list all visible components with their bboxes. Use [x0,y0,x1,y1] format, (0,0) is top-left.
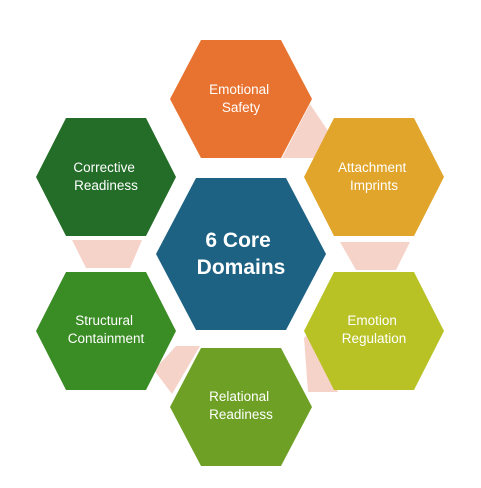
svg-text:Attachment Imprints: Attachment Imprints [338,160,410,193]
hexagon-shape [36,272,176,390]
attachment-imprints-label-line2: Imprints [350,178,398,193]
emotional-safety-label-line2: Safety [222,100,261,115]
hexagon-shape [304,118,444,236]
hexagon-center: 6 Core Domains [156,178,326,330]
connector-safety-attachment [282,104,330,158]
svg-text:Emotional Safety: Emotional Safety [209,82,273,115]
svg-text:Emotion Regulation: Emotion Regulation [342,313,407,346]
connector-attachment-regulation [340,242,410,270]
hexagon-emotional-safety: Emotional Safety [170,40,312,158]
hexagon-relational-readiness: Relational Readiness [170,348,312,466]
svg-text:Structural Containment: Structural Containment [68,313,145,346]
hexagon-corrective-readiness: Corrective Readiness [36,118,176,236]
connector-relational-structural [154,346,200,394]
structural-containment-label-line1: Structural [75,313,133,328]
emotional-safety-label-line1: Emotional [209,82,269,97]
hexagon-structural-containment: Structural Containment [36,272,176,390]
hexagon-shape [304,272,444,390]
hexagon-attachment-imprints: Attachment Imprints [304,118,444,236]
structural-containment-label-line2: Containment [68,331,145,346]
relational-readiness-label-line1: Relational [209,389,269,404]
emotion-regulation-label-line1: Emotion [347,313,397,328]
relational-readiness-label-line2: Readiness [209,407,273,422]
svg-text:Relational Readiness: Relational Readiness [209,389,273,422]
svg-text:Corrective Readiness: Corrective Readiness [73,160,138,193]
hexagon-emotion-regulation: Emotion Regulation [304,272,444,390]
center-hexagon-shape [156,178,326,330]
center-title-line1: 6 Core [205,229,270,252]
svg-text:6 Core Domains: 6 Core Domains [197,229,286,279]
connector-structural-corrective [72,240,142,268]
center-title-line2: Domains [197,256,286,279]
emotion-regulation-label-line2: Regulation [342,331,407,346]
corrective-readiness-label-line1: Corrective [73,160,135,175]
hexagon-shape [170,40,312,158]
corrective-readiness-label-line2: Readiness [74,178,138,193]
attachment-imprints-label-line1: Attachment [338,160,407,175]
hexagon-shape [170,348,312,466]
hexagon-shape [36,118,176,236]
